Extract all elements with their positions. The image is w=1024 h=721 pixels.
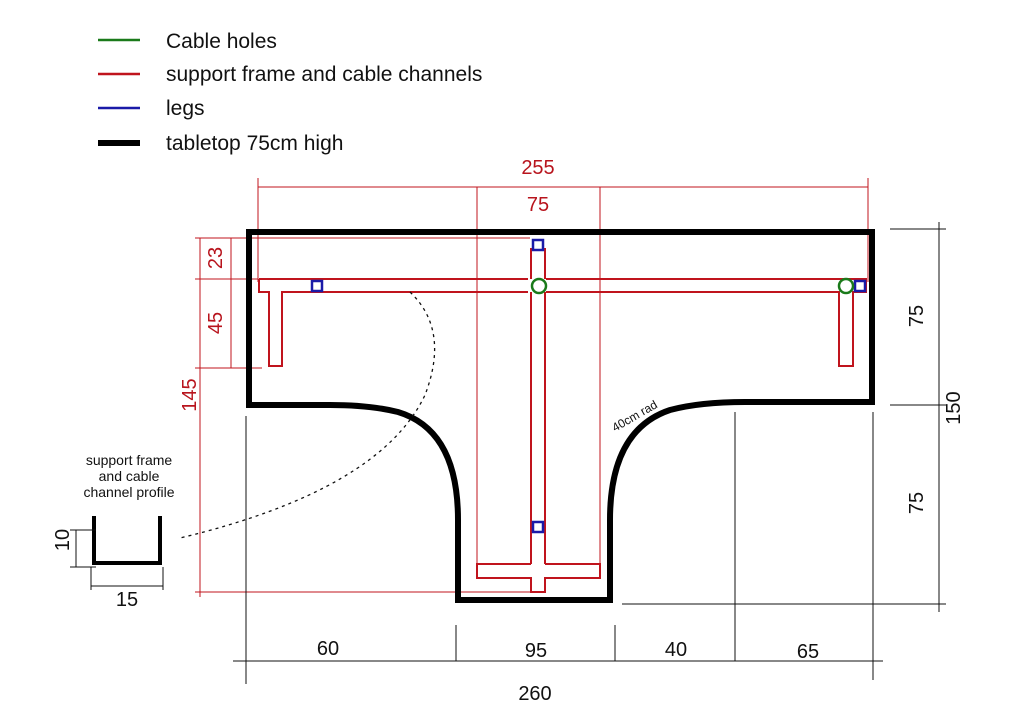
dimension-top-total: 255: [521, 157, 554, 179]
profile-height-label: 10: [52, 529, 74, 551]
profile-detail: support frame and cable channel profile …: [52, 452, 175, 611]
legend: Cable holes support frame and cable chan…: [98, 30, 482, 155]
right-dimensions: [622, 222, 946, 612]
support-frame: [258, 248, 867, 593]
cable-hole-right: [837, 277, 855, 295]
legend-label-support-frame: support frame and cable channels: [166, 63, 482, 86]
dimension-bottom-total: 260: [518, 683, 551, 705]
profile-width-label: 15: [116, 589, 138, 611]
leg-left: [310, 279, 324, 293]
tabletop-outline: [246, 229, 875, 603]
legs: [310, 238, 867, 534]
leg-right: [853, 279, 867, 293]
dimension-right-150: 150: [943, 391, 965, 424]
support-frame-right-arm: [546, 278, 867, 367]
support-frame-spine: [530, 248, 546, 564]
dimension-left-145: 145: [179, 378, 201, 411]
dimension-bottom-40: 40: [665, 639, 687, 661]
leg-top-center: [531, 238, 545, 252]
profile-title-line-2: and cable: [99, 468, 160, 484]
support-frame-left-arm: [258, 278, 528, 367]
profile-title-line-3: channel profile: [83, 484, 174, 500]
dimension-bottom-95: 95: [525, 640, 547, 662]
profile-leader-line: [179, 291, 436, 539]
legend-label-legs: legs: [166, 97, 205, 120]
dimension-bottom-65: 65: [797, 641, 819, 663]
cable-holes: [530, 277, 855, 295]
dimension-left-45: 45: [205, 312, 227, 334]
top-dimensions: [257, 178, 869, 565]
dimension-bottom-60: 60: [317, 638, 339, 660]
dimension-top-center: 75: [527, 194, 549, 216]
cable-hole-center: [530, 277, 548, 295]
leg-bottom-center: [531, 520, 545, 534]
profile-title-line-1: support frame: [86, 452, 173, 468]
support-frame-bottom-cross: [476, 563, 601, 593]
profile-channel-shape: [92, 516, 162, 565]
dimension-right-75-top: 75: [906, 305, 928, 327]
legend-label-tabletop: tabletop 75cm high: [166, 132, 343, 155]
dimension-left-23: 23: [205, 247, 227, 269]
dimension-right-75-bottom: 75: [906, 492, 928, 514]
bottom-dimensions: [233, 412, 883, 684]
legend-label-cable-holes: Cable holes: [166, 30, 277, 53]
